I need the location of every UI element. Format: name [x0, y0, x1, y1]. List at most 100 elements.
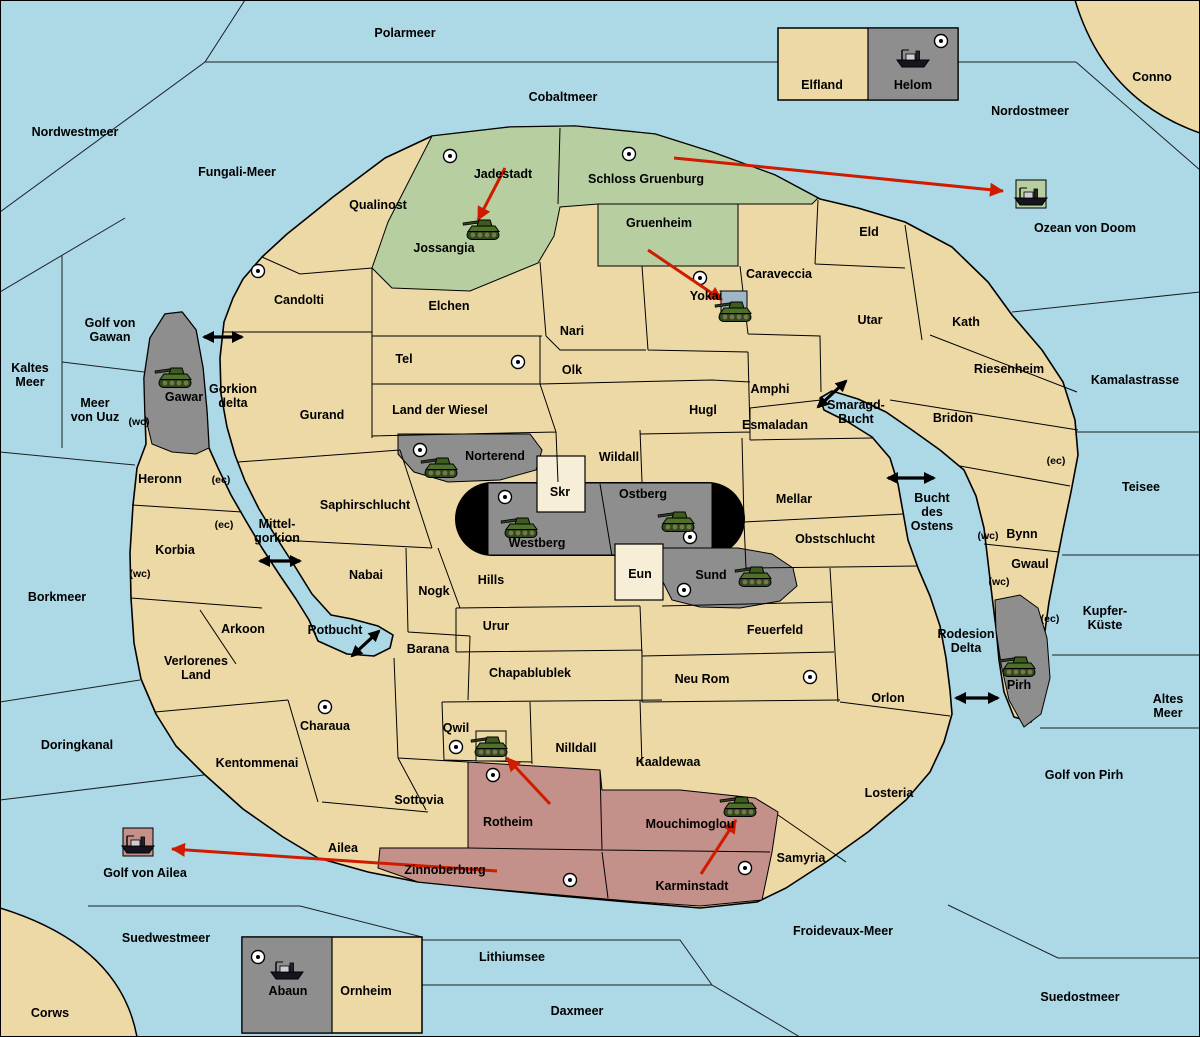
- region-label[interactable]: Helom: [893, 78, 933, 92]
- region-label[interactable]: Mellar: [775, 492, 813, 506]
- region-label[interactable]: Elchen: [428, 299, 470, 313]
- region-label[interactable]: Nari: [559, 324, 585, 338]
- region-label[interactable]: Pirh: [1006, 678, 1032, 692]
- sea-zone-label[interactable]: Froidevaux-Meer: [792, 924, 894, 938]
- region-label[interactable]: Jossangia: [413, 241, 475, 255]
- region-label[interactable]: Rotheim: [483, 815, 533, 829]
- region-label[interactable]: Bridon: [932, 411, 974, 425]
- sea-zone-label[interactable]: Teisee: [1122, 480, 1160, 494]
- region-label[interactable]: Land der Wiesel: [392, 403, 488, 417]
- sea-zone-label[interactable]: Suedwestmeer: [121, 931, 211, 945]
- region-label[interactable]: Caraveccia: [745, 267, 813, 281]
- region-label[interactable]: Skr: [549, 485, 571, 499]
- region-label[interactable]: Mouchimoglou: [645, 817, 735, 831]
- sea-zone-label[interactable]: Suedostmeer: [1040, 990, 1120, 1004]
- region-label[interactable]: Kath: [952, 315, 980, 329]
- region-label[interactable]: Olk: [561, 363, 583, 377]
- move-arrow: [673, 156, 1004, 197]
- sea-zone-label[interactable]: Lithiumsee: [479, 950, 545, 964]
- supply-center-icon: [562, 872, 578, 888]
- region-label[interactable]: Urur: [482, 619, 510, 633]
- region-label[interactable]: Yokai: [689, 289, 723, 303]
- region-label[interactable]: Corws: [30, 1006, 70, 1020]
- region-label[interactable]: Utar: [857, 313, 883, 327]
- region-label[interactable]: Westberg: [508, 536, 566, 550]
- region-label[interactable]: Conno: [1132, 70, 1172, 84]
- sea-zone-label[interactable]: Nordostmeer: [991, 104, 1069, 118]
- region-label[interactable]: Riesenheim: [973, 362, 1045, 376]
- sea-zone-label[interactable]: Kamalastrasse: [1090, 373, 1180, 387]
- region-label[interactable]: Chapablublek: [489, 666, 571, 680]
- sea-zone-label[interactable]: Gorkion delta: [209, 382, 257, 410]
- region-label[interactable]: Korbia: [155, 543, 195, 557]
- sea-zone-label[interactable]: Altes Meer: [1152, 692, 1184, 720]
- sea-zone-label[interactable]: Golf von Gawan: [84, 316, 136, 344]
- region-label[interactable]: Tel: [395, 352, 413, 366]
- coast-marker: (ec): [214, 519, 234, 532]
- sea-zone-label[interactable]: Daxmeer: [550, 1004, 604, 1018]
- region-label[interactable]: Kaaldewaa: [635, 755, 701, 769]
- region-label[interactable]: Sottovia: [394, 793, 444, 807]
- region-label[interactable]: Nogk: [418, 584, 450, 598]
- sea-zone-label[interactable]: Rotbucht: [307, 623, 363, 637]
- region-label[interactable]: Charaua: [299, 719, 351, 733]
- sea-zone-label[interactable]: Ozean von Doom: [1033, 221, 1137, 235]
- region-label[interactable]: Ailea: [328, 841, 358, 855]
- region-label[interactable]: Esmaladan: [741, 418, 809, 432]
- region-label[interactable]: Hills: [477, 573, 505, 587]
- region-label[interactable]: Orlon: [871, 691, 905, 705]
- sea-zone-label[interactable]: Cobaltmeer: [528, 90, 598, 104]
- region-label[interactable]: Gurand: [299, 408, 345, 422]
- region-label[interactable]: Ostberg: [619, 487, 667, 501]
- region-label[interactable]: Wildall: [598, 450, 640, 464]
- sea-zone-label[interactable]: Nordwestmeer: [31, 125, 119, 139]
- sea-zone-label[interactable]: Golf von Ailea: [103, 866, 187, 880]
- sea-zone-label[interactable]: Smaragd- Bucht: [827, 398, 885, 426]
- region-label[interactable]: Barana: [406, 642, 450, 656]
- region-label[interactable]: Verlorenes Land: [164, 654, 228, 682]
- sea-zone-label[interactable]: Fungali-Meer: [198, 165, 276, 179]
- region-label[interactable]: Abaun: [268, 984, 308, 998]
- region-label[interactable]: Neu Rom: [674, 672, 730, 686]
- region-label[interactable]: Qualinost: [349, 198, 407, 212]
- region-label[interactable]: Gruenheim: [626, 216, 692, 230]
- sea-zone-label[interactable]: Kupfer- Küste: [1082, 604, 1128, 632]
- sea-zone-label[interactable]: Polarmeer: [374, 26, 436, 40]
- region-label[interactable]: Kentommenai: [215, 756, 299, 770]
- region-label[interactable]: Gawar: [164, 390, 204, 404]
- sea-zone-label[interactable]: Golf von Pirh: [1044, 768, 1124, 782]
- region-label[interactable]: Gwaul: [1011, 557, 1049, 571]
- region-label[interactable]: Arkoon: [221, 622, 265, 636]
- region-label[interactable]: Obstschlucht: [795, 532, 875, 546]
- region-label[interactable]: Candolti: [274, 293, 324, 307]
- region-label[interactable]: Ornheim: [340, 984, 392, 998]
- region-label[interactable]: Nilldall: [555, 741, 597, 755]
- region-label[interactable]: Qwil: [442, 721, 470, 735]
- region-label[interactable]: Losteria: [864, 786, 914, 800]
- region-label[interactable]: Nabai: [348, 568, 384, 582]
- sea-zone-label[interactable]: Rodesion Delta: [937, 627, 995, 655]
- region-label[interactable]: Eld: [859, 225, 879, 239]
- region-label[interactable]: Eun: [628, 567, 652, 581]
- region-label[interactable]: Norterend: [465, 449, 525, 463]
- region-label[interactable]: Jadestadt: [473, 167, 533, 181]
- region-label[interactable]: Hugl: [689, 403, 717, 417]
- sea-zone-label[interactable]: Kaltes Meer: [11, 361, 49, 389]
- region-label[interactable]: Schloss Gruenburg: [588, 172, 704, 186]
- region-label[interactable]: Saphirschlucht: [319, 498, 411, 512]
- sea-zone-label[interactable]: Meer von Uuz: [70, 396, 120, 424]
- region-label[interactable]: Zinnoberburg: [404, 863, 486, 877]
- sea-zone-label[interactable]: Bucht des Ostens: [910, 491, 954, 533]
- region-label[interactable]: Karminstadt: [655, 879, 729, 893]
- sea-zone-label[interactable]: Doringkanal: [40, 738, 114, 752]
- region-label[interactable]: Bynn: [1006, 527, 1038, 541]
- region-label[interactable]: Elfland: [801, 78, 843, 92]
- region-label[interactable]: Amphi: [750, 382, 790, 396]
- sea-zone-label[interactable]: Mittel- gorkion: [254, 517, 300, 545]
- region-label[interactable]: Sund: [695, 568, 727, 582]
- region-label[interactable]: Feuerfeld: [746, 623, 804, 637]
- sea-zone-label[interactable]: Borkmeer: [27, 590, 87, 604]
- region-label[interactable]: Samyria: [776, 851, 826, 865]
- region-label[interactable]: Heronn: [138, 472, 182, 486]
